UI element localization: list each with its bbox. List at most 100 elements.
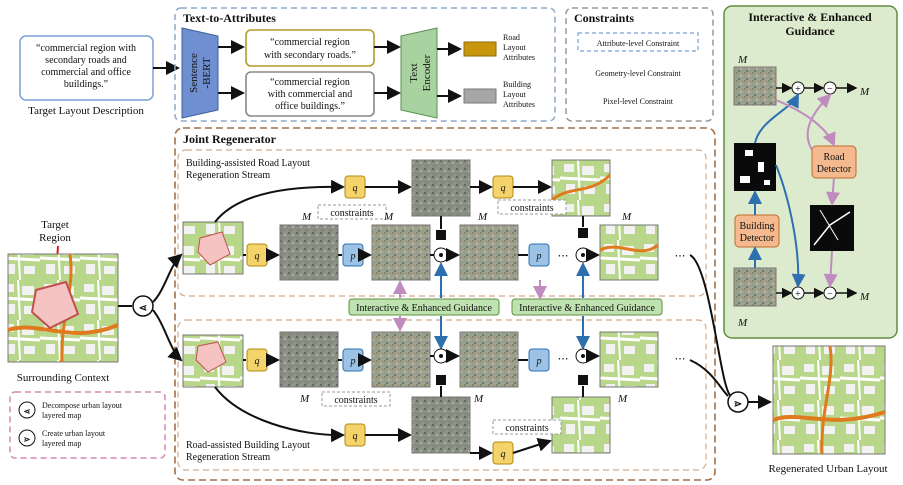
building-mt-label: M [299, 393, 310, 405]
road-ellipsis-2: ⋯ [675, 250, 686, 262]
road-attr-swatch [463, 41, 497, 57]
regenerated-layout-map [772, 345, 886, 455]
road-mt1-label-c: M [477, 211, 488, 223]
building-mtn-label: M [617, 393, 628, 405]
road-noise-t1-b [411, 159, 471, 217]
text-encoder-block [400, 27, 438, 119]
road-mt1-label-a: M [383, 211, 394, 223]
qr-t-label: q [255, 251, 260, 262]
decompose-icon [132, 295, 154, 317]
legend-create-label-2: layered map [42, 439, 81, 448]
gd-mask-to-building [775, 164, 806, 288]
pb-t-label: p [350, 356, 356, 367]
target-region-polygon [30, 280, 80, 330]
joint-frame [174, 127, 716, 481]
guidance-tag-1[interactable] [348, 298, 500, 316]
description-line-1: “commercial region with [36, 43, 136, 54]
description-line-2: secondary roads and [45, 55, 127, 66]
attribute-constraint-box [577, 32, 699, 52]
guidance-tag-2[interactable] [511, 298, 663, 316]
road-mt-label: M [301, 211, 312, 223]
svg-text:⋖: ⋖ [24, 407, 31, 416]
guidance-mb-image [733, 267, 777, 307]
building-result-tn [599, 331, 659, 388]
joint-regenerator-section: Joint Regenerator Building-assisted Road… [174, 127, 716, 481]
pixel-constraint: Pixel-level Constraint [603, 97, 674, 106]
gd-mr-to-rdet [775, 99, 836, 147]
gd-rmask-to-building [823, 250, 838, 288]
decompose-to-road [152, 253, 183, 303]
road-text-line-2: with secondary roads.” [264, 50, 356, 61]
target-region-label-2: Region [39, 232, 71, 244]
create-icon-glyph: ⋗ [734, 399, 742, 410]
building-ellipsis-2: ⋯ [675, 353, 686, 365]
qr-tn-label: q [501, 183, 506, 194]
t2a-title: Text-to-Attributes [183, 11, 276, 25]
target-layout-description: “commercial region with secondary roads … [19, 35, 154, 117]
road-noise-t1-c [459, 224, 519, 281]
gd-plus-road-sign: + [795, 84, 801, 95]
building-noise-t [279, 331, 339, 388]
road-constraints-tag-1 [317, 204, 387, 220]
text-to-attributes-section: Text-to-Attributes Sentence -BERT “comme… [174, 7, 556, 122]
sbert-block [181, 27, 219, 119]
building-to-qb-t1 [214, 386, 345, 443]
gd-road-output-label: M [859, 86, 870, 98]
legend-frame [9, 391, 166, 459]
gd-rdet-to-road [806, 93, 832, 151]
road-detector-label-1: Road [823, 152, 844, 163]
encoder-label-1: Text [408, 63, 420, 82]
qr-t1-label: q [353, 183, 358, 194]
legend: ⋖ Decompose urban layout layered map ⋗ C… [9, 391, 166, 459]
building-noise-t1-a [371, 331, 431, 388]
building-text-line-1: “commercial region [270, 77, 350, 88]
building-to-merge [689, 359, 729, 397]
building-constraints-label-1: constraints [334, 395, 377, 406]
building-detector-label-1: Building [739, 221, 774, 232]
building-attr-swatch [463, 88, 497, 104]
constraints-section: Constraints Attribute-level Constraint G… [565, 7, 714, 122]
output-section: ⋗ Regenerated Urban Layout [689, 254, 888, 475]
guidance-tag-label-2: Interactive & Enhanced Guidance [519, 303, 655, 314]
building-input-target [195, 341, 227, 373]
attribute-constraint: Attribute-level Constraint [597, 39, 680, 48]
building-mask-2 [578, 375, 588, 385]
building-attr-label-3: Attributes [503, 100, 535, 109]
road-detector-label-2: Detector [817, 164, 852, 175]
legend-decompose-label-2: layered map [42, 411, 81, 420]
road-to-merge [689, 254, 731, 396]
description-line-3: commercial and office [41, 67, 131, 78]
building-ellipsis-1: ⋯ [558, 353, 569, 365]
gd-building-output-label: M [859, 291, 870, 303]
decompose-to-building [152, 309, 183, 362]
decompose-icon-glyph: ⋖ [139, 303, 147, 314]
building-stream-label-1: Road-assisted Building Layout [186, 440, 310, 451]
qb-tn-arrow [512, 438, 552, 454]
road-ellipsis-1: ⋯ [558, 250, 569, 262]
building-constraints-tag-2 [492, 419, 562, 435]
legend-decompose-label-1: Decompose urban layout [42, 401, 123, 410]
road-noise-t1-a [371, 224, 431, 281]
legend-decompose-icon [18, 401, 36, 419]
road-constraints-label-1: constraints [330, 208, 373, 219]
road-mtn-label: M [621, 211, 632, 223]
sbert-label-1: Sentence [188, 53, 200, 93]
gd-minus-road-sign: − [827, 84, 833, 95]
joint-title: Joint Regenerator [183, 132, 277, 146]
building-mt1-label-c: M [473, 393, 484, 405]
road-noise-t [279, 224, 339, 281]
surrounding-context-label: Surrounding Context [17, 372, 110, 384]
gd-minus-building-sign: − [827, 289, 833, 300]
building-attr-label-2: Layout [503, 90, 526, 99]
constraints-frame [565, 7, 714, 122]
road-stream-label-2: Regeneration Stream [186, 170, 270, 181]
geometry-constraint: Geometry-level Constraint [595, 69, 681, 78]
sbert-label-2: -BERT [201, 57, 213, 88]
output-label: Regenerated Urban Layout [768, 463, 887, 475]
building-noise-t1-c [459, 331, 519, 388]
gd-rdet-to-mask [825, 177, 840, 206]
guidance-section: Interactive & Enhanced Guidance M + − M … [723, 5, 898, 339]
legend-create-icon [18, 429, 36, 447]
